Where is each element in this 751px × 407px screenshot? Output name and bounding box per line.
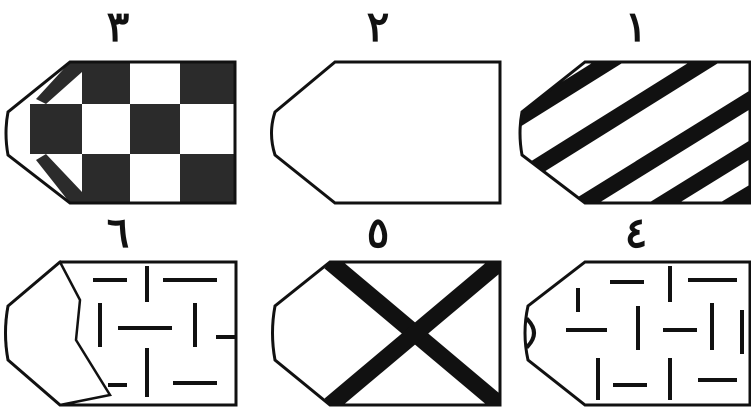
check-cell: [180, 62, 235, 104]
stripe: [500, 30, 660, 130]
check-cell: [180, 154, 235, 203]
figure-6-dash-weave-flap: [6, 262, 237, 405]
check-cell: [130, 104, 180, 154]
check-cell: [82, 62, 130, 104]
figure-5-diagonal-cross: [273, 262, 501, 405]
check-cell: [82, 154, 130, 203]
figure-3-checkerboard: [6, 62, 235, 203]
figure-2-blank: [272, 62, 501, 203]
figure-4-dash-weave: [525, 262, 750, 405]
check-cell: [30, 104, 82, 154]
figure-1-diagonal-stripes: [500, 30, 751, 230]
